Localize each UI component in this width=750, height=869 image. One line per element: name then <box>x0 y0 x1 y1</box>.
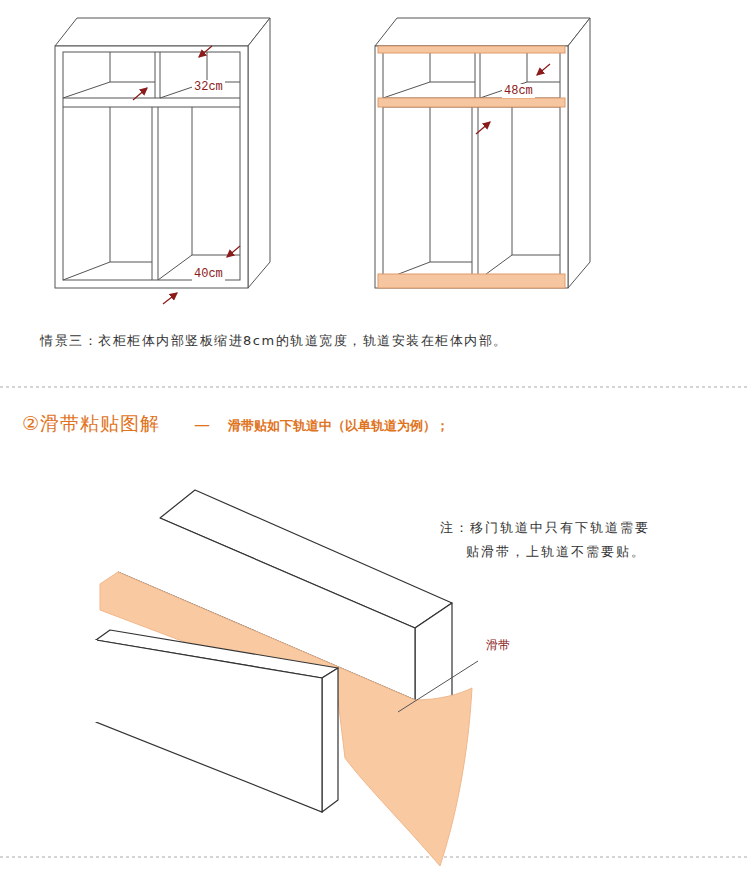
middle-rail <box>378 98 565 107</box>
separator <box>0 387 750 388</box>
dimension-label: 40cm <box>192 267 225 281</box>
scenario-text: 情景三：衣柜柜体内部竖板缩进8cm的轨道宽度，轨道安装在柜体内部。 <box>40 333 508 348</box>
bottom-rail <box>378 274 565 288</box>
subheading: 滑带贴如下轨道中（以单轨道为例）； <box>228 418 449 433</box>
wardrobe-left <box>55 18 270 288</box>
dash: — <box>194 416 210 434</box>
arrow <box>476 122 490 134</box>
separator <box>0 857 750 858</box>
dimension-label: 48cm <box>502 84 535 98</box>
section-heading: ②滑带粘贴图解 <box>22 413 160 434</box>
part-label: 滑带 <box>486 638 510 652</box>
arrow <box>133 88 147 100</box>
note-text: 注：移门轨道中只有下轨道需要 贴滑带，上轨道不需要贴。 <box>440 516 706 564</box>
dimension-label: 32cm <box>192 80 225 94</box>
arrow <box>227 246 240 257</box>
rails <box>378 46 565 288</box>
cut-edge <box>95 640 97 722</box>
front-rail-end <box>322 668 338 812</box>
leader-line <box>398 661 478 712</box>
arrow <box>199 46 212 57</box>
front-rail-face <box>96 640 322 812</box>
top-rail <box>378 46 565 53</box>
wardrobe-right <box>375 18 590 288</box>
dimension-arrows <box>133 46 550 304</box>
track-drawing <box>96 490 472 866</box>
arrow <box>537 64 550 75</box>
arrow <box>163 293 177 304</box>
